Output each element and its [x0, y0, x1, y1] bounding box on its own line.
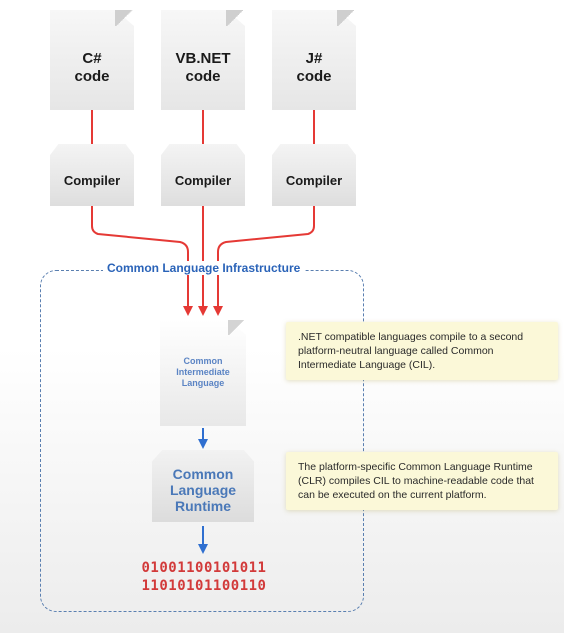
clr-label: Common Language Runtime	[152, 466, 254, 514]
cli-title: Common Language Infrastructure	[103, 261, 305, 275]
cil-label-line: Common	[183, 356, 223, 366]
doc-fold-icon	[228, 320, 246, 335]
cil-label-line: Intermediate	[176, 367, 230, 377]
source-label-jsharp: J# code	[272, 50, 356, 86]
source-sub: code	[185, 68, 221, 85]
clr-label-line: Common	[172, 466, 234, 482]
doc-fold-icon	[115, 10, 134, 26]
cil-label: Common Intermediate Language	[160, 356, 246, 389]
source-label-vbnet: VB.NET code	[161, 50, 245, 86]
source-lang: C#	[82, 50, 102, 67]
source-doc-csharp	[50, 10, 134, 110]
source-sub: code	[74, 68, 110, 85]
clr-label-line: Language	[169, 482, 237, 498]
clr-box	[152, 450, 254, 522]
note-cil: .NET compatible languages compile to a s…	[286, 322, 558, 380]
compiler-box-2	[161, 144, 245, 206]
source-doc-vbnet	[161, 10, 245, 110]
source-sub: code	[296, 68, 332, 85]
binary-line-1: 01001100101011	[141, 560, 267, 576]
compiler-label-1: Compiler	[63, 173, 121, 188]
clr-label-line: Runtime	[175, 498, 231, 514]
arrow-compiler1-cil	[91, 206, 193, 316]
cil-label-line: Language	[181, 378, 225, 388]
compiler-label-2: Compiler	[174, 173, 232, 188]
source-lang: VB.NET	[175, 50, 231, 67]
compiler-label-3: Compiler	[285, 173, 343, 188]
doc-fold-icon	[226, 10, 245, 26]
source-doc-jsharp	[272, 10, 356, 110]
source-label-csharp: C# code	[50, 50, 134, 86]
source-lang: J#	[305, 50, 323, 67]
arrow-compiler3-cil	[213, 206, 315, 316]
compiler-box-1	[50, 144, 134, 206]
binary-line-2: 11010101100110	[141, 578, 267, 594]
note-clr: The platform-specific Common Language Ru…	[286, 452, 558, 510]
compiler-box-3	[272, 144, 356, 206]
doc-fold-icon	[337, 10, 356, 26]
cil-document	[160, 320, 246, 426]
